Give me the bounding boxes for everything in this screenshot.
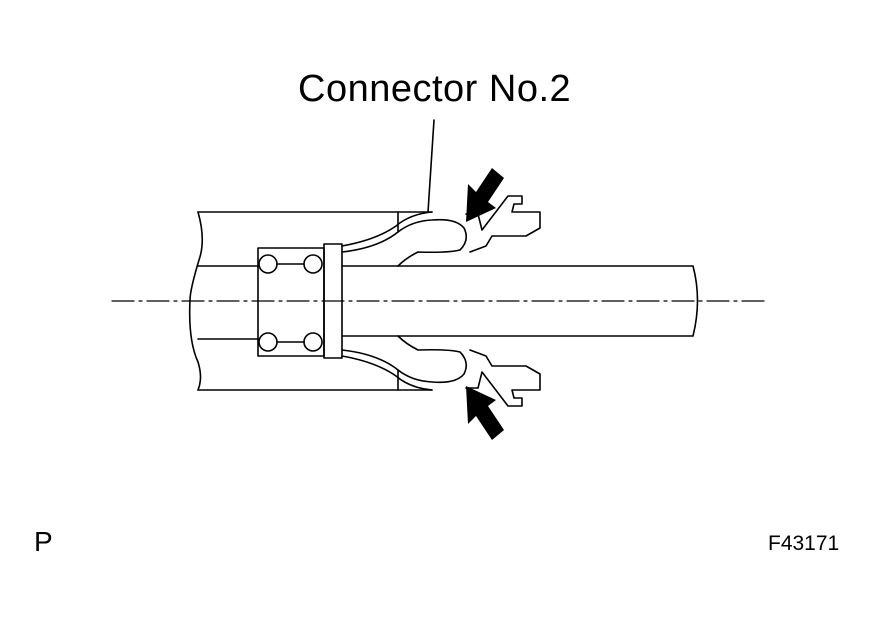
clamp-lower (465, 349, 541, 407)
bearing-ball (303, 332, 323, 352)
callout-label-connector: Connector No.2 (298, 68, 572, 110)
connector-sleeve-lower-outer (341, 355, 433, 391)
shaft (341, 265, 699, 337)
view-mark: P (34, 526, 53, 557)
bearing-ball (258, 254, 278, 274)
bearing-ball (258, 332, 278, 352)
press-arrow-upper (466, 168, 504, 222)
connector-sleeve-upper (341, 218, 468, 267)
bearing-ball (303, 254, 323, 274)
callout-leader-line (427, 119, 435, 213)
outer-housing (188, 211, 204, 391)
press-arrow-lower (466, 386, 504, 440)
clamp-upper (465, 195, 541, 253)
figure-code: F43171 (768, 532, 840, 555)
connector-sleeve-upper-outer (341, 211, 433, 247)
connector-sleeve-lower (341, 335, 468, 384)
